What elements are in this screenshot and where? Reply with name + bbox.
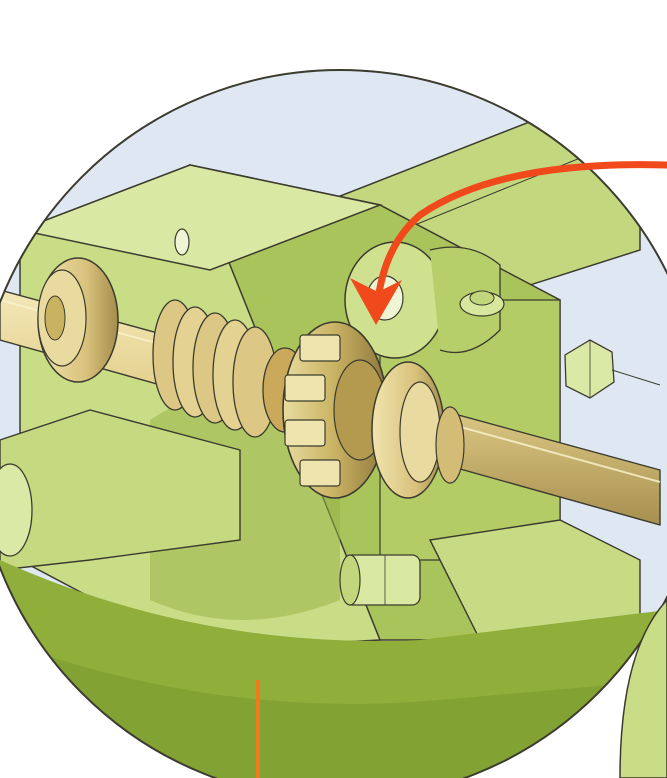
castellated-nut [282,321,388,499]
detail-circle-outline [0,69,667,778]
flanged-bushing [371,361,465,499]
left-bushing [37,257,119,383]
lower-fixture [339,519,641,641]
side-rod [0,409,241,571]
callout-arrow-nut [350,161,667,325]
top-bolt [459,290,505,317]
hex-bolt [564,339,661,399]
